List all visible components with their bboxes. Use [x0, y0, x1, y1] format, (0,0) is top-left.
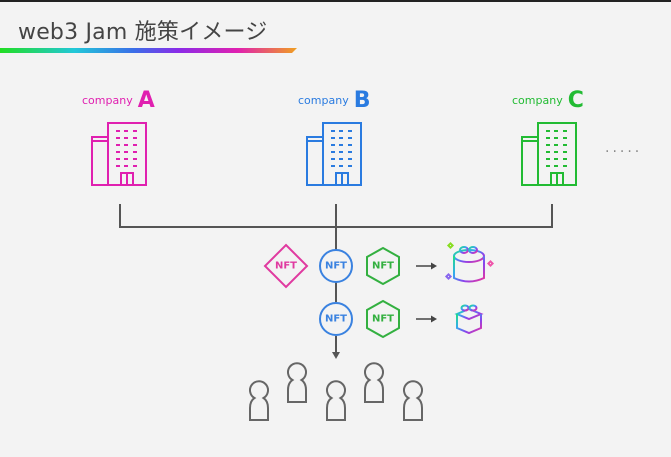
company-a-building-icon: [91, 122, 147, 186]
company-connector-lines: [119, 204, 553, 359]
arrow-right-icon: [416, 262, 437, 270]
user-icon: [287, 362, 307, 403]
company-b-letter: B: [353, 88, 371, 113]
company-c-letter: C: [567, 88, 584, 113]
nft-circle-badge-2: NFT: [319, 302, 353, 336]
nft-diamond-badge: NFT: [263, 243, 309, 289]
company-c-building-icon: [521, 122, 577, 186]
company-b-prefix: company: [298, 94, 349, 107]
company-b-label: company B: [298, 88, 370, 113]
company-a-prefix: company: [82, 94, 133, 107]
arrow-right-icon: [416, 315, 437, 323]
nft-circle-badge-1: NFT: [319, 249, 353, 283]
more-companies-indicator: .....: [605, 140, 643, 156]
top-border: [0, 0, 671, 2]
user-icon: [403, 380, 423, 421]
gift-box-large-icon: [444, 241, 495, 283]
nft-hexagon-label-1: NFT: [372, 261, 394, 272]
company-c-prefix: company: [512, 94, 563, 107]
company-a-letter: A: [137, 88, 155, 113]
nft-hexagon-badge-2: NFT: [366, 299, 400, 339]
company-c-label: company C: [512, 88, 584, 113]
nft-hexagon-label-2: NFT: [372, 314, 394, 325]
user-icon: [326, 380, 346, 421]
gift-box-small-icon: [454, 304, 484, 335]
nft-diamond-label: NFT: [275, 261, 297, 272]
page-title: web3 Jam 施策イメージ: [18, 20, 268, 45]
user-icon: [249, 380, 269, 421]
rainbow-underline: [0, 48, 297, 53]
nft-circle-label-1: NFT: [325, 261, 347, 272]
company-a-label: company A: [82, 88, 155, 113]
nft-circle-label-2: NFT: [325, 314, 347, 325]
user-icon: [364, 362, 384, 403]
nft-hexagon-badge-1: NFT: [366, 246, 400, 286]
users-group: [249, 362, 423, 421]
company-b-building-icon: [306, 122, 362, 186]
